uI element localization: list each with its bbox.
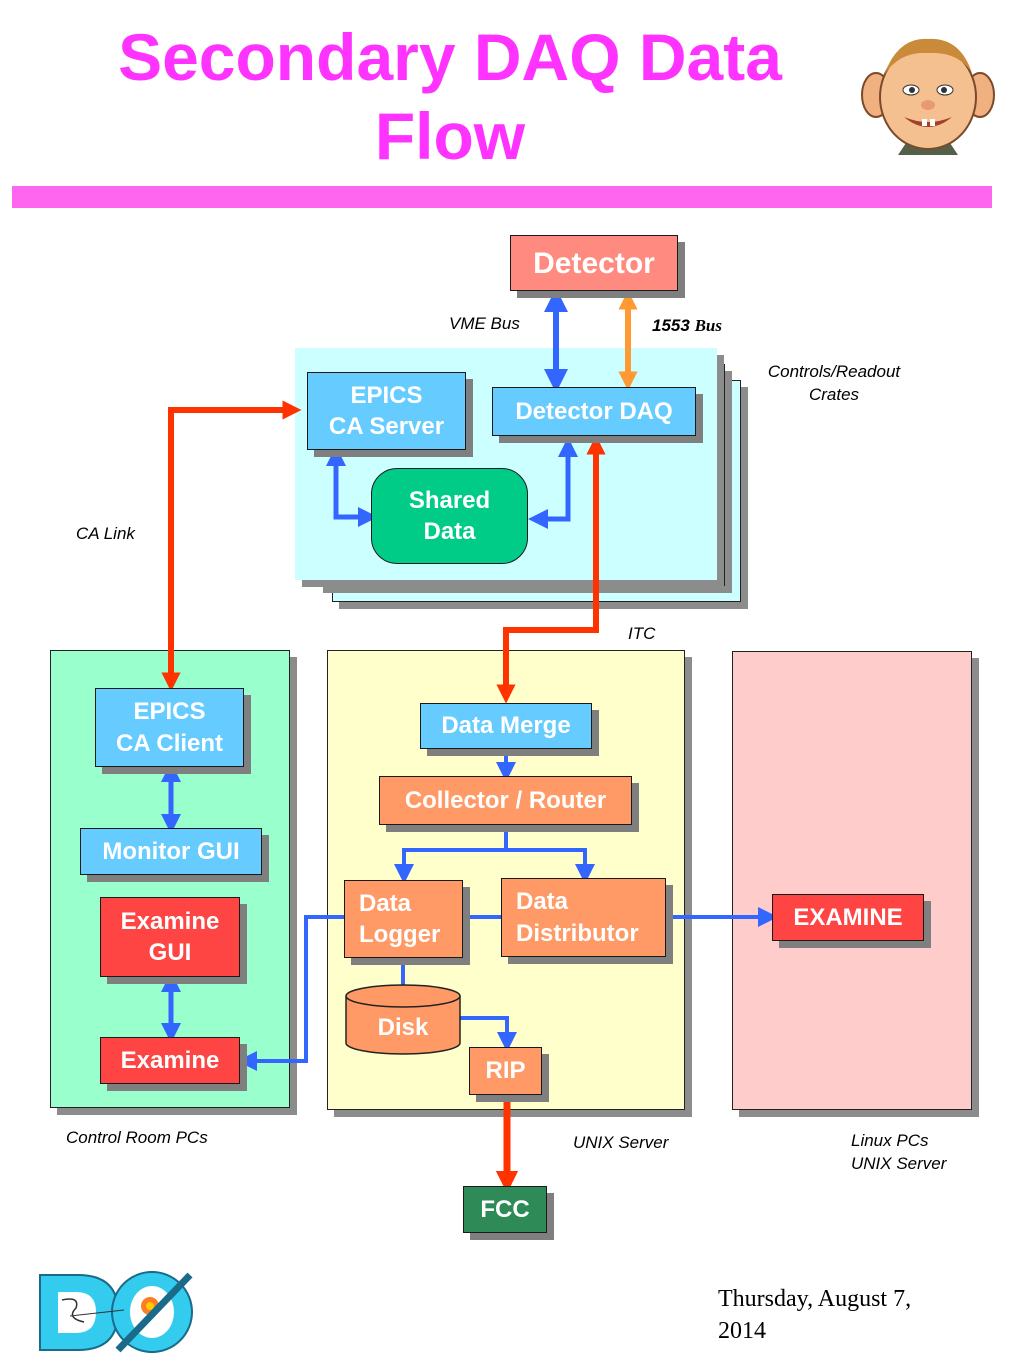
examine-linux-box: EXAMINE bbox=[772, 894, 924, 941]
controls-crates-label: Controls/Readout Crates bbox=[767, 362, 901, 404]
vme-bus-label: VME Bus bbox=[449, 314, 520, 333]
rip-box: RIP bbox=[469, 1047, 542, 1095]
data-distributor-box: Data Distributor bbox=[501, 878, 666, 957]
linux-panel bbox=[732, 651, 972, 1110]
linux-unix-server-label: UNIX Server bbox=[851, 1154, 947, 1173]
ca-link-label: CA Link bbox=[76, 524, 135, 543]
itc-label: ITC bbox=[628, 624, 656, 643]
ca-link-arrow bbox=[161, 400, 302, 692]
linux-pcs-label: Linux PCs bbox=[851, 1131, 929, 1150]
detector-daq-box: Detector DAQ bbox=[492, 387, 696, 436]
date-footer: Thursday, August 7, 2014 bbox=[718, 1286, 912, 1344]
data-merge-box: Data Merge bbox=[420, 703, 592, 749]
examine-box: Examine bbox=[100, 1037, 240, 1084]
disk-label: Disk bbox=[377, 1014, 429, 1041]
fcc-box: FCC bbox=[463, 1186, 547, 1233]
shared-data-box: Shared Data bbox=[371, 468, 528, 564]
collector-router-box: Collector / Router bbox=[379, 776, 632, 825]
epics-ca-server-box: EPICS CA Server bbox=[307, 372, 466, 450]
page-title: Secondary DAQ Data Flow bbox=[118, 20, 782, 174]
title-underline-bar bbox=[12, 186, 992, 208]
unix-server-label: UNIX Server bbox=[573, 1133, 669, 1152]
bus-1553-label: 1553 Bus bbox=[652, 316, 722, 335]
epics-ca-client-box: EPICS CA Client bbox=[95, 688, 244, 767]
monitor-gui-box: Monitor GUI bbox=[80, 828, 262, 875]
control-room-pcs-label: Control Room PCs bbox=[66, 1128, 208, 1147]
detector-box: Detector bbox=[510, 235, 678, 291]
examine-gui-box: Examine GUI bbox=[100, 897, 240, 977]
data-logger-box: Data Logger bbox=[344, 880, 463, 958]
